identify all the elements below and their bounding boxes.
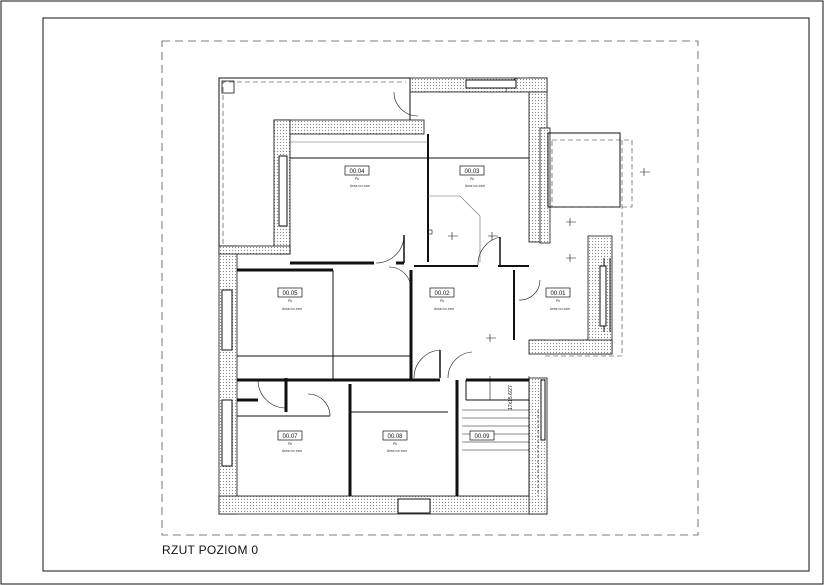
room-sub-0008: Pk <box>393 442 397 446</box>
room-number-0003: 00.03 <box>464 169 480 175</box>
plot-boundary-dashed <box>161 40 699 536</box>
stair-label: 17x15.6/27 <box>508 385 514 410</box>
inner-frame <box>42 17 810 572</box>
room-number-0008: 00.08 <box>387 434 403 440</box>
level-markers <box>448 168 650 342</box>
room-sub-0002: Pk <box>440 299 444 303</box>
room-area-0005: Area=xx.xxm <box>282 307 302 311</box>
room-number-0004: 00.04 <box>349 169 365 175</box>
room-sub-0001: Pk <box>556 299 560 303</box>
door-swings <box>257 77 541 417</box>
windows <box>221 79 607 514</box>
room-number-0001: 00.01 <box>550 291 566 297</box>
room-area-0008: Area=xx.xxm <box>387 449 407 453</box>
room-numbers: 00.04 00.03 00.05 00.02 00.01 00.07 00.0… <box>282 169 566 440</box>
room-number-0005: 00.05 <box>282 291 298 297</box>
room-sub-0005: Pk <box>288 299 292 303</box>
staircase <box>462 376 539 496</box>
room-area-0003: Area=xx.xxm <box>465 184 485 188</box>
room-number-0002: 00.02 <box>434 291 450 297</box>
room-sub-0004: Pk <box>355 177 359 181</box>
room-sub-0003: Pk <box>470 177 474 181</box>
room-area-0002: Area=xx.xxm <box>434 307 454 311</box>
room-area-0001: Area=xx.xxm <box>550 307 570 311</box>
drawing-title: RZUT POZIOM 0 <box>162 543 259 557</box>
room-area-0004: Area=xx.xxm <box>350 184 370 188</box>
room-area-0007: Area=xx.xxm <box>282 449 302 453</box>
room-sub-0007: Pk <box>288 442 292 446</box>
room-subtexts: Pk Area=xx.xxm Pk Area=xx.xxm Pk Area=xx… <box>282 177 570 453</box>
terrace-outline <box>218 77 411 246</box>
room-number-0007: 00.07 <box>282 434 298 440</box>
room-tags <box>277 165 571 441</box>
room-number-0009: 00.09 <box>474 434 490 440</box>
